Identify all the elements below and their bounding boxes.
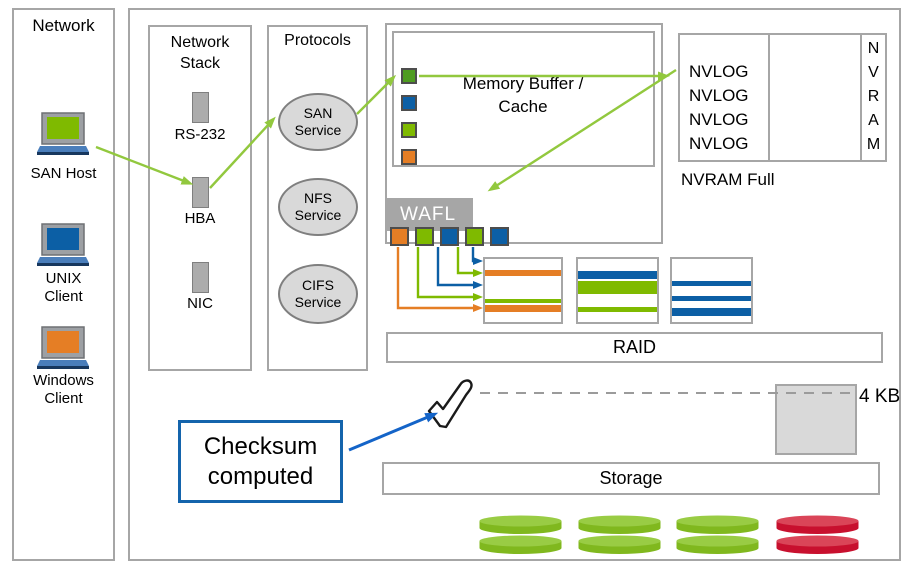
disk-group-1 (478, 515, 563, 557)
raid-stripe (485, 270, 561, 276)
disk-group-4 (775, 515, 860, 557)
raid-label: RAID (612, 337, 656, 357)
wafl-block (415, 227, 434, 246)
nic-label: NIC (187, 295, 213, 312)
cifs-service-label: CIFS Service (294, 277, 342, 310)
raid-stripe (672, 281, 751, 286)
nvram-divider-2 (860, 35, 862, 160)
memory-buffer-label: Memory Buffer / Cache (462, 74, 584, 116)
raid-stripe (672, 308, 751, 316)
nvram-vertical-label: N V R A M (866, 40, 881, 153)
memory-buffer-blocks (401, 68, 417, 168)
nfs-service-ellipse: NFS Service (278, 178, 358, 236)
disk-group-3 (675, 515, 760, 557)
rs232-label: RS-232 (174, 126, 226, 143)
raid-stripe (485, 299, 561, 303)
rs232-component (192, 92, 209, 123)
disk-cylinder-icon (479, 535, 562, 554)
wafl-block (490, 227, 509, 246)
wafl-block (465, 227, 484, 246)
raid-bar (386, 332, 883, 363)
disk-group-2 (577, 515, 662, 557)
san-service-label: SAN Service (294, 105, 342, 138)
raid-stripe (578, 307, 657, 312)
disk-cylinder-icon (578, 535, 661, 554)
disk-cylinder-icon (676, 515, 759, 534)
san-host-label: SAN Host (30, 165, 97, 182)
raid-group-3 (670, 257, 753, 324)
nfs-service-label: NFS Service (294, 190, 342, 223)
nvram-box (678, 33, 887, 162)
san-service-ellipse: SAN Service (278, 93, 358, 151)
raid-group-1 (483, 257, 563, 324)
cifs-service-ellipse: CIFS Service (278, 264, 358, 324)
raid-group-2 (576, 257, 659, 324)
storage-bar (382, 462, 880, 495)
4kb-label: 4 KB (859, 386, 901, 407)
memory-block (401, 149, 417, 165)
windows-client-label: Windows Client (33, 372, 94, 407)
raid-stripe (485, 305, 561, 312)
network-stack-title: Network Stack (170, 34, 230, 72)
disk-cylinder-icon (479, 515, 562, 534)
network-panel (12, 8, 115, 561)
disk-cylinder-icon (676, 535, 759, 554)
nvlog-list: NVLOG NVLOG NVLOG NVLOG (689, 60, 749, 156)
nic-component (192, 262, 209, 293)
hba-label: HBA (184, 210, 216, 227)
windows-client-monitor-icon (37, 326, 89, 369)
wafl-block (390, 227, 409, 246)
hba-component (192, 177, 209, 208)
memory-block (401, 95, 417, 111)
nvlog-entry: NVLOG (689, 86, 749, 105)
san-host-monitor-icon (37, 112, 89, 155)
disk-cylinder-icon (578, 515, 661, 534)
4kb-block (775, 384, 857, 455)
raid-stripe (578, 281, 657, 294)
wafl-box: WAFL (387, 198, 473, 231)
nvram-divider-1 (768, 35, 770, 160)
checkmark-icon (427, 379, 473, 429)
nvram-full-status: NVRAM Full (681, 170, 775, 189)
protocols-title: Protocols (284, 32, 351, 49)
storage-label: Storage (599, 468, 663, 488)
memory-block (401, 68, 417, 84)
nvlog-entry: NVLOG (689, 62, 749, 81)
network-panel-title: Network (32, 16, 95, 35)
checksum-label: Checksum computed (203, 432, 318, 490)
wafl-block (440, 227, 459, 246)
unix-client-monitor-icon (37, 223, 89, 266)
raid-stripe (578, 271, 657, 279)
nvlog-entry: NVLOG (689, 134, 749, 153)
unix-client-label: UNIX Client (44, 270, 83, 305)
disk-cylinder-icon (776, 535, 859, 554)
checksum-callout: Checksum computed (178, 420, 343, 503)
raid-stripe (672, 296, 751, 301)
nvlog-entry: NVLOG (689, 110, 749, 129)
memory-block (401, 122, 417, 138)
disk-cylinder-icon (776, 515, 859, 534)
